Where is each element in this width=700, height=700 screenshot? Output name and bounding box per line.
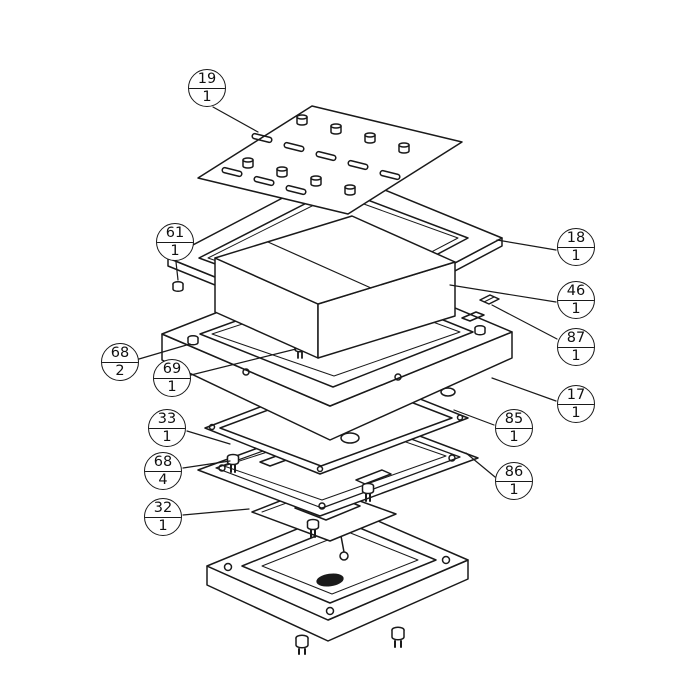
callout-33: 33 1 bbox=[148, 409, 186, 447]
callout-qty: 1 bbox=[202, 89, 212, 105]
foot-bolt bbox=[295, 634, 309, 655]
inner-box bbox=[214, 215, 456, 359]
lid-slot bbox=[221, 166, 307, 196]
callout-number: 33 bbox=[149, 410, 185, 429]
callout-69: 69 1 bbox=[153, 359, 191, 397]
callout-number: 32 bbox=[145, 499, 181, 518]
callout-number: 46 bbox=[558, 282, 594, 301]
callout-number: 86 bbox=[496, 463, 532, 482]
lid-plug bbox=[242, 157, 356, 196]
bolt-61 bbox=[172, 280, 184, 293]
callout-87: 87 1 bbox=[557, 328, 595, 366]
callout-number: 19 bbox=[189, 70, 225, 89]
callout-qty: 1 bbox=[167, 379, 177, 395]
callout-qty: 1 bbox=[509, 429, 519, 445]
callout-qty: 1 bbox=[509, 482, 519, 498]
lid-slot bbox=[251, 132, 401, 181]
screw bbox=[226, 453, 240, 473]
flange-bolt bbox=[187, 334, 199, 346]
callout-68-4: 68 4 bbox=[144, 452, 182, 490]
callout-qty: 1 bbox=[158, 518, 168, 534]
callout-number: 68 bbox=[145, 453, 181, 472]
callout-19: 19 1 bbox=[188, 69, 226, 107]
callout-32: 32 1 bbox=[144, 498, 182, 536]
callout-number: 17 bbox=[558, 386, 594, 405]
callout-qty: 1 bbox=[571, 301, 581, 317]
callout-qty: 2 bbox=[115, 363, 125, 379]
flange-bolt bbox=[474, 324, 486, 336]
callout-number: 87 bbox=[558, 329, 594, 348]
callout-86: 86 1 bbox=[495, 462, 533, 500]
callout-61: 61 1 bbox=[156, 223, 194, 261]
leader-lines bbox=[138, 106, 558, 516]
foot-bolt bbox=[391, 626, 405, 648]
callout-68-2: 68 2 bbox=[101, 343, 139, 381]
clip-87 bbox=[479, 294, 500, 305]
callout-qty: 1 bbox=[170, 243, 180, 259]
bottom-housing bbox=[206, 507, 469, 655]
callout-qty: 1 bbox=[571, 248, 581, 264]
callout-number: 18 bbox=[558, 229, 594, 248]
callout-17: 17 1 bbox=[557, 385, 595, 423]
screw bbox=[306, 518, 320, 538]
callout-number: 61 bbox=[157, 224, 193, 243]
callout-number: 69 bbox=[154, 360, 190, 379]
callout-number: 85 bbox=[496, 410, 532, 429]
callout-18: 18 1 bbox=[557, 228, 595, 266]
callout-46: 46 1 bbox=[557, 281, 595, 319]
callout-qty: 1 bbox=[571, 348, 581, 364]
callout-qty: 4 bbox=[158, 472, 168, 488]
callout-number: 68 bbox=[102, 344, 138, 363]
screw bbox=[361, 482, 375, 502]
perforated-lid bbox=[197, 105, 463, 215]
callout-qty: 1 bbox=[571, 405, 581, 421]
callout-85: 85 1 bbox=[495, 409, 533, 447]
callout-qty: 1 bbox=[162, 429, 172, 445]
lid-plug bbox=[296, 114, 410, 154]
